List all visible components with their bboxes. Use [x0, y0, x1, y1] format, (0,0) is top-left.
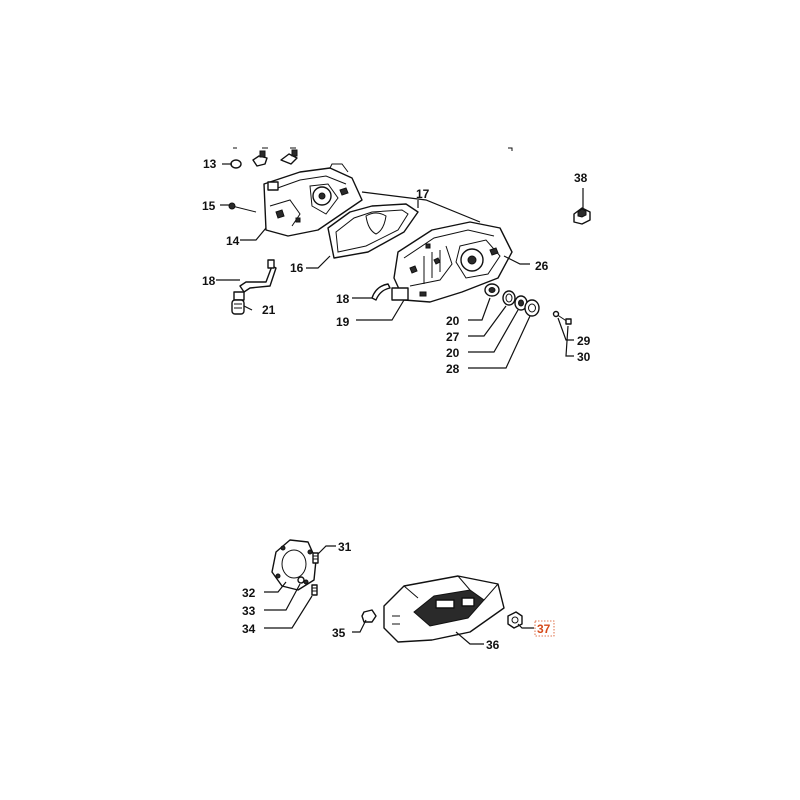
label-28: 28 — [446, 362, 460, 376]
label-38: 38 — [574, 171, 588, 185]
label-33: 33 — [242, 604, 256, 618]
bearing-28 — [524, 299, 540, 317]
screw-31 — [312, 552, 319, 564]
seal-20-upper — [484, 283, 500, 297]
label-19: 19 — [336, 315, 350, 329]
fuel-line-18 — [239, 259, 277, 293]
label-34: 34 — [242, 622, 256, 636]
label-32: 32 — [242, 586, 256, 600]
gasket-16 — [327, 203, 419, 259]
label-20-lower: 20 — [446, 346, 460, 360]
fuel-filter-21 — [231, 291, 245, 315]
label-21: 21 — [262, 303, 276, 317]
label-37: 37 — [537, 622, 551, 636]
pulse-hose — [371, 283, 391, 301]
screw-29 — [552, 310, 572, 325]
plug-38 — [573, 207, 591, 225]
leader-lines — [216, 163, 584, 645]
washer-33 — [297, 576, 305, 584]
screw-34 — [311, 584, 318, 596]
label-15: 15 — [202, 199, 216, 213]
sprocket-cover-36 — [383, 575, 505, 643]
label-18-lower: 18 — [336, 292, 350, 306]
label-27: 27 — [446, 330, 460, 344]
label-31: 31 — [338, 540, 352, 554]
label-29: 29 — [577, 334, 591, 348]
crankcase-right-half — [391, 221, 513, 303]
bearing-27 — [502, 290, 516, 306]
label-14: 14 — [226, 234, 240, 248]
cover-32 — [271, 539, 317, 591]
label-17: 17 — [416, 187, 430, 201]
label-36: 36 — [486, 638, 500, 652]
screw-15 — [228, 202, 257, 213]
label-37-highlight-box — [534, 620, 555, 637]
label-35: 35 — [332, 626, 346, 640]
top-small-parts — [230, 147, 513, 169]
label-13: 13 — [203, 157, 217, 171]
label-26: 26 — [535, 259, 549, 273]
crankcase-left-half — [263, 163, 363, 237]
label-16: 16 — [290, 261, 304, 275]
callout-labels: 13 15 14 16 17 18 21 18 19 26 38 20 27 2… — [202, 157, 591, 652]
label-20-upper: 20 — [446, 314, 460, 328]
label-18-upper: 18 — [202, 274, 216, 288]
nut-35 — [361, 609, 377, 623]
label-30: 30 — [577, 350, 591, 364]
